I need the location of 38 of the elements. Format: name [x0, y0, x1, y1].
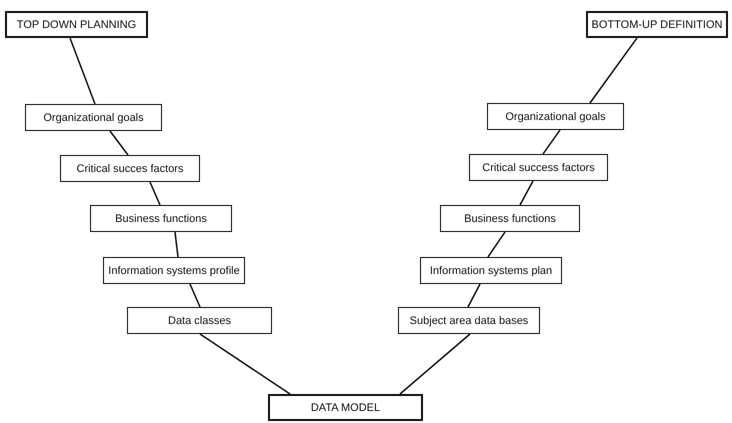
connector-line: [109, 130, 129, 156]
heading-box: [5, 11, 148, 38]
connector-line: [519, 180, 534, 206]
box-label: BOTTOM-UP DEFINITION: [592, 18, 722, 30]
connector-line: [487, 232, 506, 258]
box-label: Information systems profile: [108, 264, 240, 276]
connector-line: [69, 38, 96, 104]
step-box: [398, 307, 540, 334]
connector-line: [189, 284, 201, 308]
connector-line: [589, 38, 638, 104]
box-label: DATA MODEL: [310, 402, 380, 414]
box-label: Subject area data bases: [410, 314, 528, 326]
connector-line: [200, 333, 290, 395]
step-box: [90, 205, 232, 232]
step-box: [127, 307, 272, 334]
connector-line: [149, 182, 161, 206]
box-label: Business functions: [115, 212, 207, 224]
connector-line: [174, 232, 179, 258]
connector-line: [467, 284, 481, 308]
box-label: Organizational goals: [505, 110, 606, 122]
heading-box: [268, 394, 423, 421]
connector-line: [400, 333, 470, 395]
box-label: Business functions: [464, 212, 556, 224]
step-box: [103, 257, 245, 284]
box-label: Critical succes factors: [76, 162, 184, 174]
box-label: Organizational goals: [43, 112, 144, 124]
step-box: [440, 205, 580, 232]
connector-line: [542, 130, 561, 154]
box-label: Data classes: [168, 314, 231, 326]
box-label: Critical success factors: [482, 162, 595, 174]
heading-box: [586, 11, 728, 38]
box-label: Information systems plan: [430, 264, 552, 276]
box-label: TOP DOWN PLANNING: [16, 18, 136, 30]
step-box: [469, 154, 608, 181]
step-box: [420, 257, 562, 284]
step-box: [487, 103, 624, 130]
step-box: [25, 104, 162, 131]
step-box: [60, 155, 200, 182]
